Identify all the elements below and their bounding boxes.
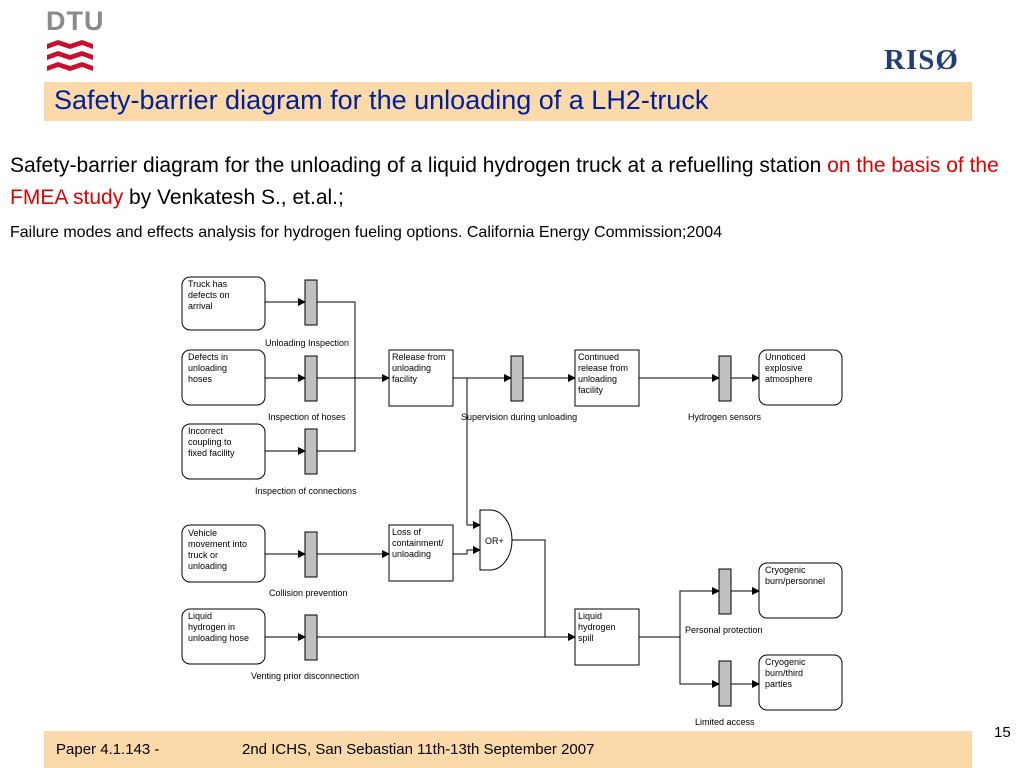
or-gate-label: OR+ <box>485 536 504 546</box>
footer-paper: Paper 4.1.143 - <box>56 741 160 758</box>
safety-barrier-diagram: Truck has defects on arrival Defects in … <box>165 260 865 735</box>
cause-box-4-line-4: unloading <box>188 561 227 571</box>
cause-box-1: Truck has defects on arrival <box>181 276 266 331</box>
footer-bar: Paper 4.1.143 - 2nd ICHS, San Sebastian … <box>44 731 972 768</box>
cause-box-5-line-2: hydrogen in <box>188 622 235 632</box>
cause-box-2-line-3: hoses <box>188 374 213 384</box>
event-spill-line-2: hydrogen <box>578 622 616 632</box>
cause-box-4-line-3: truck or <box>188 550 218 560</box>
footer-conference: 2nd ICHS, San Sebastian 11th-13th Septem… <box>242 741 595 758</box>
event-continued-line-2: release from <box>578 363 628 373</box>
riso-logo: RISØ <box>884 44 959 76</box>
intro-prefix: Safety-barrier diagram for the unloading… <box>10 154 828 177</box>
cause-box-5-line-1: Liquid <box>188 611 212 621</box>
barrier-label-venting-prior-disconnection: Venting prior disconnection <box>251 671 359 681</box>
cause-box-1-line-1: Truck has <box>188 279 228 289</box>
barrier-personal-protection <box>718 568 732 615</box>
event-loss-line-2: containment/ <box>392 538 444 548</box>
consequence-third-line-2: burn/third <box>765 668 803 678</box>
event-spill-line-1: Liquid <box>578 611 602 621</box>
cause-box-4: Vehicle movement into truck or unloading <box>181 524 266 583</box>
cause-box-2-line-2: unloading <box>188 363 227 373</box>
event-box-release: Release from unloading facility <box>388 349 454 407</box>
barrier-label-supervision-during-unloading: Supervision during unloading <box>461 412 577 422</box>
consequence-box-burn-personnel: Cryogenic burn/personnel <box>758 562 843 619</box>
cause-box-3-line-1: Incorrect <box>188 426 224 436</box>
event-continued-line-4: facility <box>578 385 604 395</box>
event-spill-line-3: spill <box>578 633 594 643</box>
cause-box-3-line-2: coupling to <box>188 437 232 447</box>
event-release-line-2: unloading <box>392 363 431 373</box>
consequence-third-line-1: Cryogenic <box>765 657 806 667</box>
event-box-liquid-hydrogen-spill: Liquid hydrogen spill <box>574 608 640 666</box>
cause-box-1-line-2: defects on <box>188 290 230 300</box>
event-continued-line-1: Continued <box>578 352 619 362</box>
consequence-explosive-line-1: Unnoticed <box>765 352 806 362</box>
cause-box-2-line-1: Defects in <box>188 352 228 362</box>
cause-box-2: Defects in unloading hoses <box>181 349 266 406</box>
intro-highlight: on the basis of the FMEA study <box>10 154 999 209</box>
cause-box-4-line-2: movement into <box>188 539 247 549</box>
slide-title: Safety-barrier diagram for the unloading… <box>54 85 709 115</box>
consequence-third-line-3: parties <box>765 679 793 689</box>
event-loss-line-1: Loss of <box>392 527 422 537</box>
barrier-limited-access <box>718 660 732 707</box>
cause-box-1-line-3: arrival <box>188 301 213 311</box>
dtu-wave-icon <box>47 40 93 71</box>
barrier-label-inspection-of-hoses: Inspection of hoses <box>268 412 346 422</box>
barrier-label-limited-access: Limited access <box>695 717 755 727</box>
reference-text: Failure modes and effects analysis for h… <box>10 224 723 241</box>
consequence-personnel-line-1: Cryogenic <box>765 565 806 575</box>
barrier-label-collision-prevention: Collision prevention <box>269 588 348 598</box>
barrier-label-personal-protection: Personal protection <box>685 625 763 635</box>
cause-box-5: Liquid hydrogen in unloading hose <box>181 608 266 665</box>
barrier-label-hydrogen-sensors: Hydrogen sensors <box>688 412 762 422</box>
title-bar: Safety-barrier diagram for the unloading… <box>44 82 972 121</box>
event-loss-line-3: unloading <box>392 549 431 559</box>
barrier-label-unloading-inspection: Unloading Inspection <box>265 338 349 348</box>
event-continued-line-3: unloading <box>578 374 617 384</box>
consequence-box-burn-third-parties: Cryogenic burn/third parties <box>758 654 843 711</box>
consequence-personnel-line-2: burn/personnel <box>765 576 825 586</box>
dtu-logo: DTU <box>46 6 105 36</box>
connector-lines <box>265 298 760 688</box>
barrier-hydrogen-sensors <box>718 355 732 402</box>
consequence-explosive-line-2: explosive <box>765 363 803 373</box>
consequence-box-explosive-atmosphere: Unnoticed explosive atmosphere <box>758 349 843 406</box>
cause-box-3-line-3: fixed facility <box>188 448 235 458</box>
event-release-line-3: facility <box>392 374 418 384</box>
event-box-loss-of-containment: Loss of containment/ unloading <box>388 524 454 582</box>
diagram-svg: Truck has defects on arrival Defects in … <box>181 276 843 727</box>
barrier-venting-prior-disconnection <box>304 614 318 661</box>
barrier-supervision-during-unloading <box>510 355 524 402</box>
event-release-line-1: Release from <box>392 352 446 362</box>
cause-box-3: Incorrect coupling to fixed facility <box>181 423 266 480</box>
cause-box-5-line-3: unloading hose <box>188 633 249 643</box>
consequence-explosive-line-3: atmosphere <box>765 374 813 384</box>
barrier-inspection-of-hoses <box>304 355 318 402</box>
intro-suffix: by Venkatesh S., et.al.; <box>123 186 344 209</box>
barrier-unloading-inspection <box>304 279 318 326</box>
page-number: 15 <box>994 724 1011 741</box>
intro-text: Safety-barrier diagram for the unloading… <box>10 150 1010 214</box>
barrier-label-inspection-of-connections: Inspection of connections <box>255 486 357 496</box>
or-gate: OR+ <box>479 509 513 571</box>
event-box-continued-release: Continued release from unloading facilit… <box>574 349 640 407</box>
cause-box-4-line-1: Vehicle <box>188 528 217 538</box>
barrier-inspection-of-connections <box>304 428 318 475</box>
barrier-collision-prevention <box>304 531 318 578</box>
